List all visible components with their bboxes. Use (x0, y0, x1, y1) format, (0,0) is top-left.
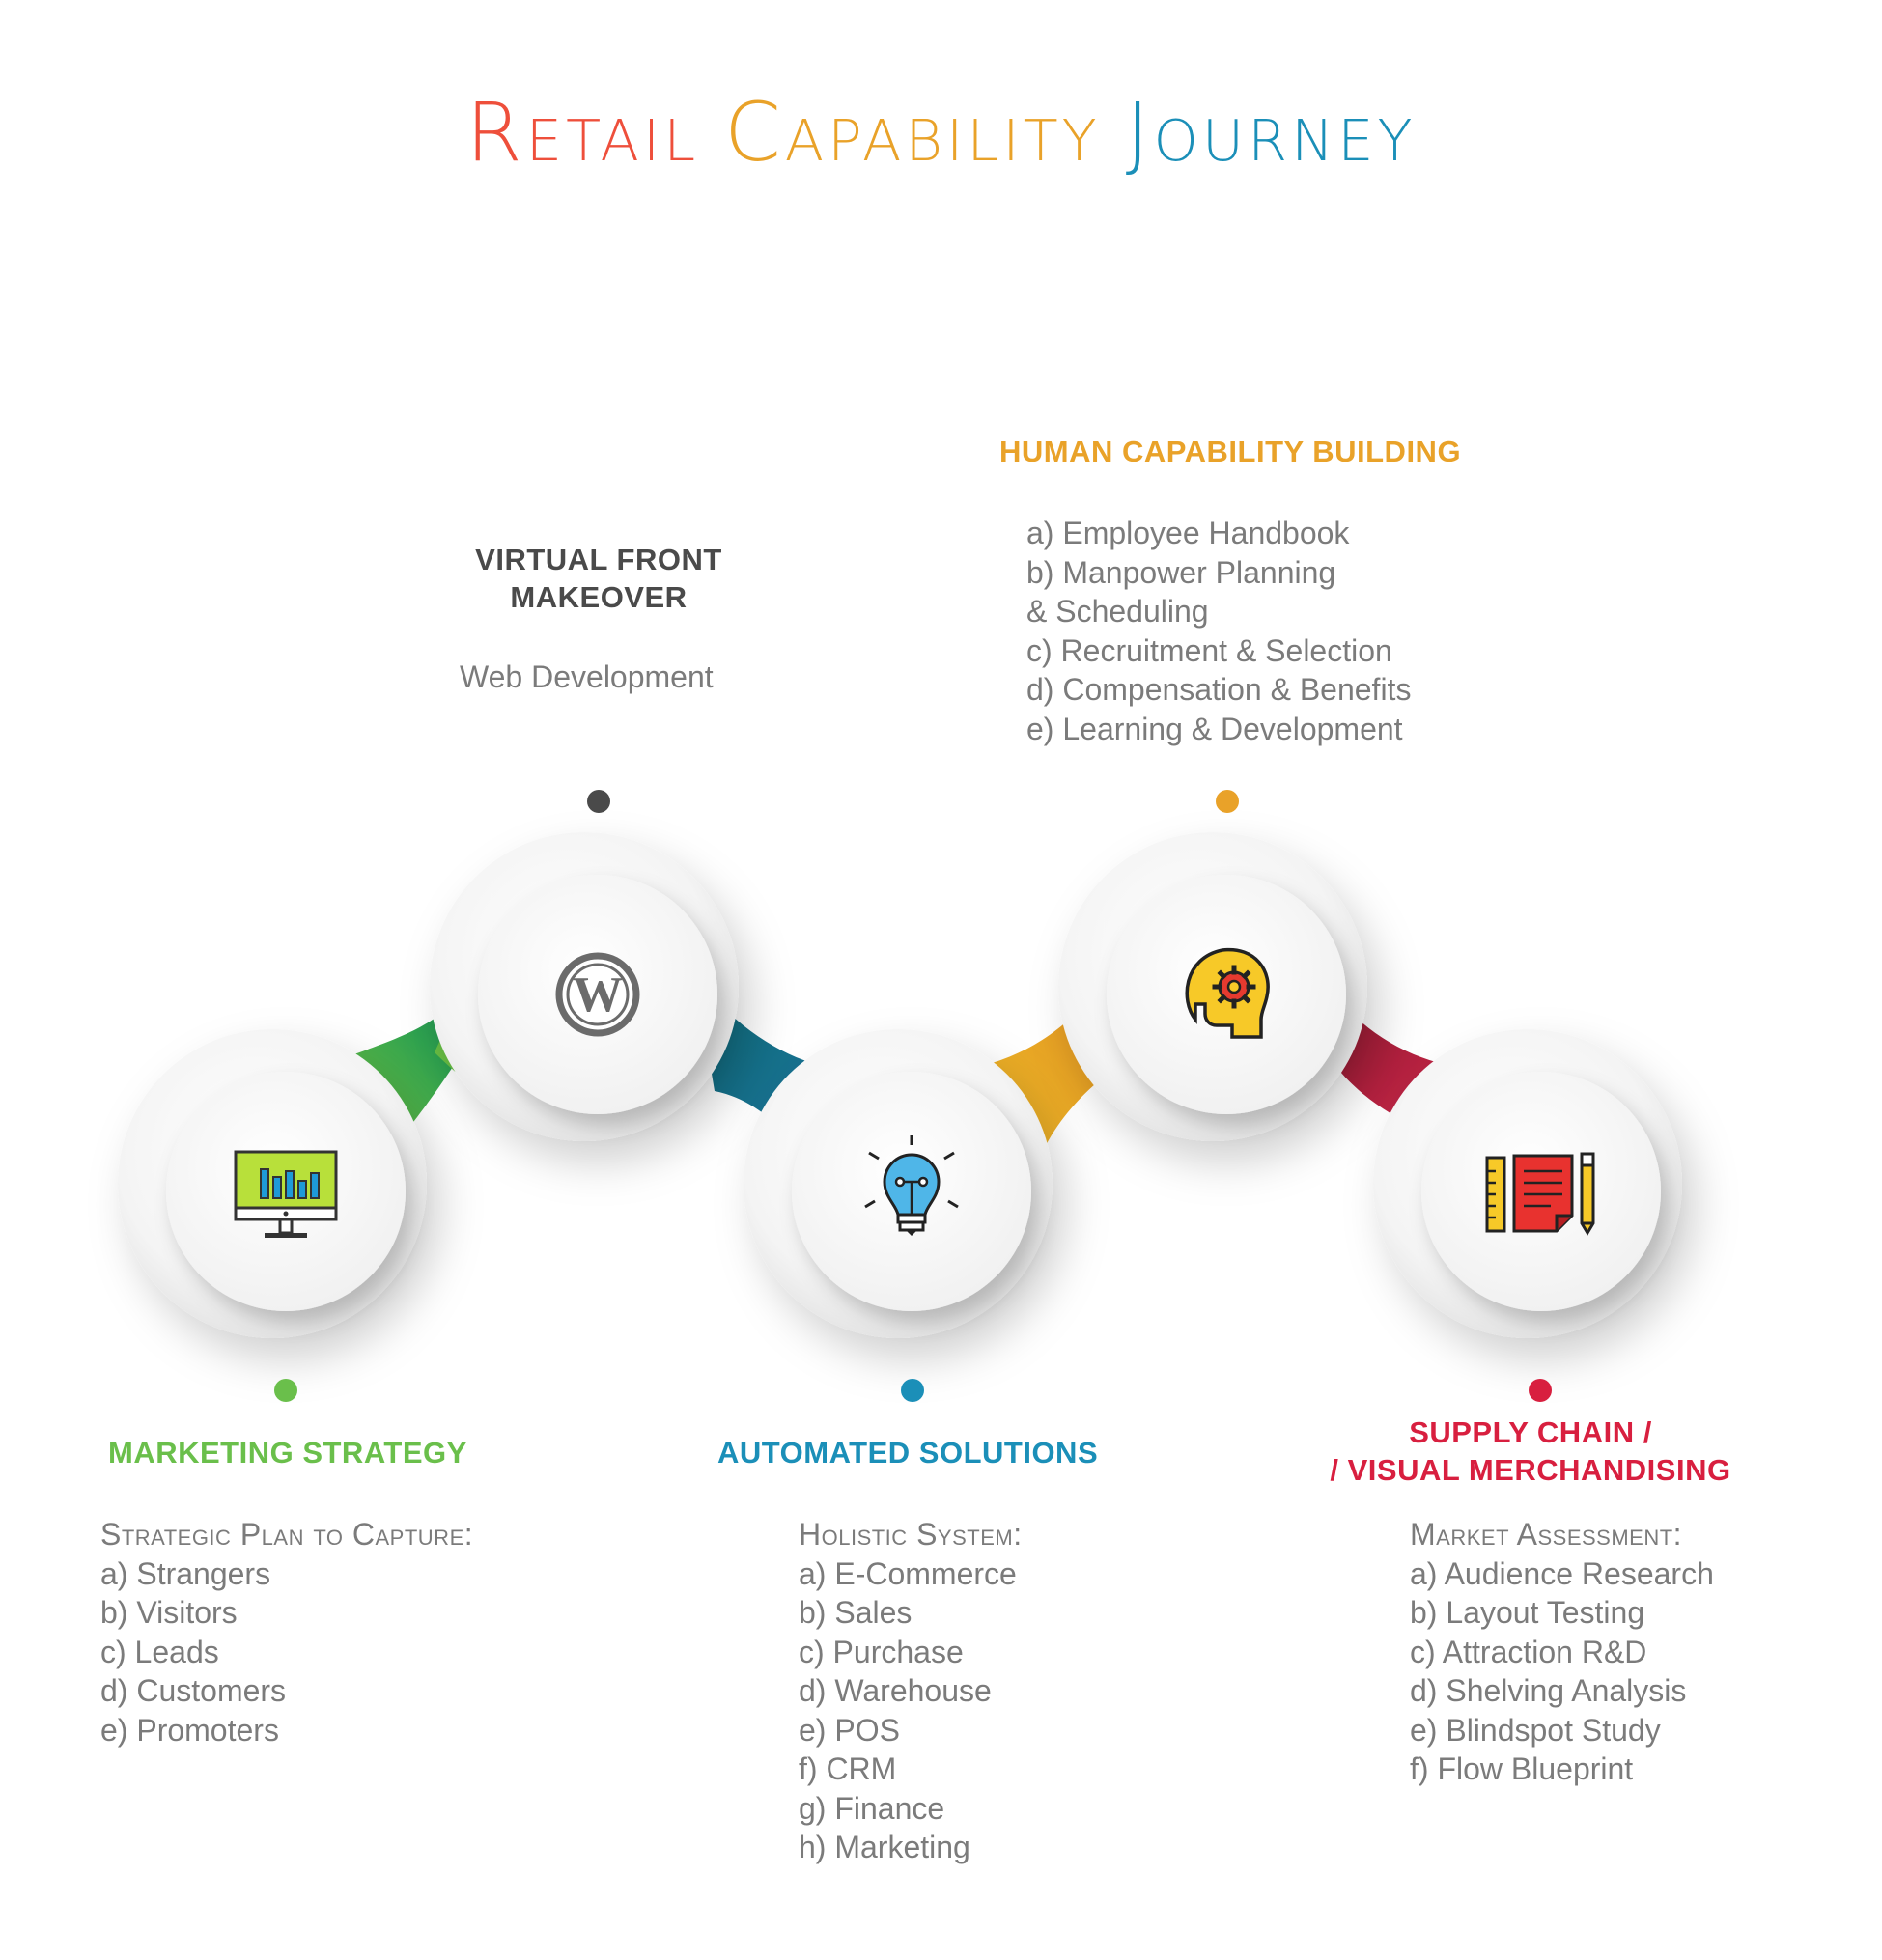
marketing-items: Strategic Plan to Capture: a) Strangers … (100, 1515, 473, 1750)
list-item: c) Purchase (799, 1634, 964, 1669)
virtual-heading-line2: MAKEOVER (510, 580, 688, 614)
list-item: f) CRM (799, 1751, 897, 1786)
marker-dot-human (1216, 790, 1239, 813)
list-item: e) POS (799, 1712, 900, 1748)
ruler-notepad-pencil-icon (1485, 1152, 1595, 1236)
svg-text:W: W (573, 967, 623, 1022)
list-item: & Scheduling (1026, 594, 1209, 629)
list-item: g) Finance (799, 1790, 945, 1826)
supply-items: Market Assessment: a) Audience Research … (1410, 1515, 1714, 1789)
human-items: a) Employee Handbook b) Manpower Plannin… (1026, 514, 1411, 748)
supply-heading: SUPPLY CHAIN / / VISUAL MERCHANDISING (1294, 1414, 1767, 1489)
automated-items: Holistic System: a) E-Commerce b) Sales … (799, 1515, 1023, 1867)
list-item: a) E-Commerce (799, 1555, 1017, 1591)
list-item: e) Blindspot Study (1410, 1712, 1661, 1748)
list-item: a) Employee Handbook (1026, 516, 1350, 550)
human-heading: HUMAN CAPABILITY BUILDING (999, 434, 1462, 468)
supply-heading-line1: SUPPLY CHAIN / (1409, 1415, 1652, 1449)
connector-yellow (946, 966, 1110, 1178)
title-word-capability: Capability (724, 85, 1101, 180)
supply-heading-line2: / VISUAL MERCHANDISING (1330, 1453, 1731, 1487)
title-word-journey: Journey (1125, 85, 1417, 180)
list-item: a) Audience Research (1410, 1555, 1714, 1591)
monitor-chart-icon (234, 1150, 338, 1238)
wordpress-icon: W (555, 952, 640, 1037)
list-item: a) Strangers (100, 1555, 271, 1591)
list-item: d) Warehouse (799, 1673, 992, 1708)
list-item: c) Recruitment & Selection (1026, 632, 1392, 668)
marker-dot-supply (1529, 1379, 1552, 1402)
virtual-heading-line1: VIRTUAL FRONT (475, 543, 722, 576)
list-item: c) Attraction R&D (1410, 1634, 1647, 1669)
list-item: b) Sales (799, 1595, 913, 1630)
list-item: d) Compensation & Benefits (1026, 672, 1412, 707)
list-item: f) Flow Blueprint (1410, 1751, 1634, 1786)
head-gear-icon (1185, 947, 1270, 1039)
marketing-heading: MARKETING STRATEGY (108, 1436, 467, 1470)
marker-dot-automated (901, 1379, 924, 1402)
list-item: b) Manpower Planning (1026, 554, 1336, 590)
list-item: b) Layout Testing (1410, 1595, 1645, 1630)
virtual-description: Web Development (460, 659, 714, 694)
list-item: b) Visitors (100, 1595, 238, 1630)
marker-dot-virtual (587, 790, 610, 813)
title-word-retail: Retail (465, 85, 700, 180)
list-item: e) Learning & Development (1026, 711, 1403, 746)
marketing-intro: Strategic Plan to Capture: (100, 1517, 474, 1552)
list-item: d) Shelving Analysis (1410, 1673, 1687, 1708)
automated-heading: AUTOMATED SOLUTIONS (717, 1436, 1099, 1470)
list-item: d) Customers (100, 1673, 287, 1708)
virtual-heading: VIRTUAL FRONT MAKEOVER (415, 541, 782, 616)
list-item: c) Leads (100, 1634, 219, 1669)
supply-intro: Market Assessment: (1410, 1517, 1683, 1552)
list-item: h) Marketing (799, 1830, 970, 1864)
lightbulb-icon (864, 1135, 959, 1236)
automated-intro: Holistic System: (799, 1517, 1023, 1552)
marker-dot-marketing (274, 1379, 297, 1402)
list-item: e) Promoters (100, 1712, 279, 1748)
